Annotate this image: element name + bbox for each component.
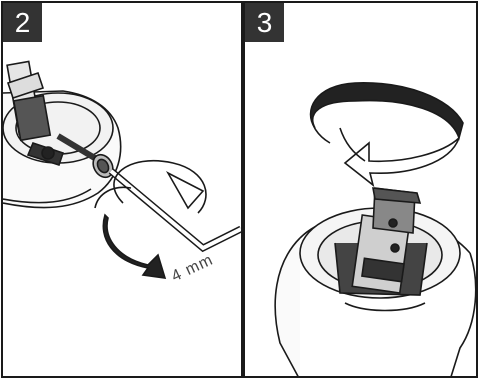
step-2-illustration <box>3 3 243 378</box>
step-3-panel: 3 <box>243 1 478 378</box>
step-number-badge: 3 <box>245 3 284 42</box>
fixture-body-icon <box>3 61 121 207</box>
step-3-illustration <box>245 3 478 378</box>
step-2-panel: 2 4 mm <box>1 1 243 378</box>
rotation-arrow-icon <box>311 83 463 185</box>
fixture-body-icon <box>275 188 476 378</box>
step-number-badge: 2 <box>3 3 42 42</box>
